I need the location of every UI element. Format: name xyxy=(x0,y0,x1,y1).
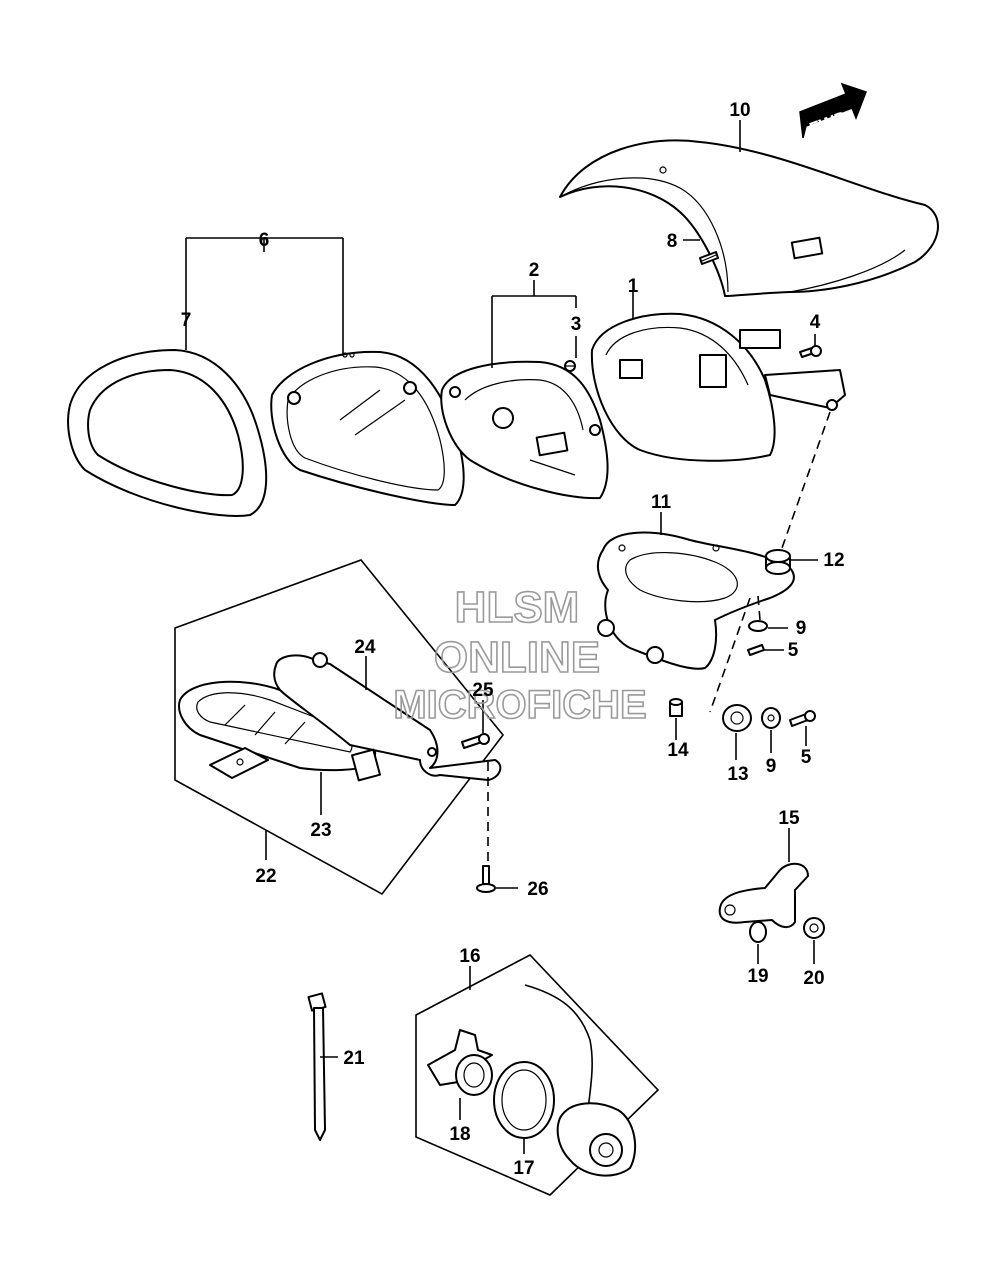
callout-16: 16 xyxy=(459,946,480,967)
washer-19-icon xyxy=(749,921,767,943)
meter-cover-part xyxy=(559,139,939,297)
callout-17: 17 xyxy=(513,1158,534,1179)
clip-20-icon xyxy=(803,917,825,939)
grommet-12-icon xyxy=(765,549,791,575)
callout-5-lower: 5 xyxy=(801,747,812,768)
mounting-lines xyxy=(487,411,831,862)
callout-23: 23 xyxy=(310,820,331,841)
screw-4-icon xyxy=(799,345,822,358)
screw-26-icon xyxy=(476,865,496,893)
watermark-line-2: ONLINE xyxy=(434,633,600,682)
callout-24: 24 xyxy=(354,637,376,658)
callout-18: 18 xyxy=(449,1124,470,1145)
meter-lens-part xyxy=(270,350,465,506)
screw-5-lower-icon xyxy=(789,710,816,727)
callout-2: 2 xyxy=(529,260,540,281)
washer-9-upper-icon xyxy=(748,620,768,632)
callout-9-upper: 9 xyxy=(796,618,807,639)
callout-7: 7 xyxy=(181,310,192,331)
callout-13: 13 xyxy=(727,764,748,785)
callout-12: 12 xyxy=(823,550,844,571)
meter-bracket-part xyxy=(597,531,795,670)
callout-6: 6 xyxy=(259,230,270,251)
screw-8-icon xyxy=(699,251,719,265)
callout-11: 11 xyxy=(651,492,672,513)
watermark-line-3: MICROFICHE xyxy=(393,683,646,727)
callouts: 10 6 2 8 1 7 3 4 11 12 9 5 24 25 14 9 5 … xyxy=(181,100,845,1179)
callout-4: 4 xyxy=(810,312,821,333)
grommet-13-icon xyxy=(722,704,752,732)
cable-tie-21-part xyxy=(307,992,327,1141)
instrument-cluster-part xyxy=(440,360,609,500)
callout-21: 21 xyxy=(343,1048,365,1069)
callout-14: 14 xyxy=(667,740,689,761)
callout-22: 22 xyxy=(255,866,276,887)
callout-9-lower: 9 xyxy=(766,756,777,777)
indicator-assembly-box xyxy=(174,559,505,896)
speed-sensor-part xyxy=(524,984,637,1177)
callout-5-upper: 5 xyxy=(788,640,799,661)
callout-15: 15 xyxy=(778,808,800,829)
bracket-15-part xyxy=(718,862,809,928)
callout-25: 25 xyxy=(472,680,494,701)
collar-14-icon xyxy=(669,698,683,717)
seal-ring-17-part xyxy=(493,1061,555,1139)
group-bracket-2 xyxy=(491,280,577,368)
screw-25-icon xyxy=(461,733,490,749)
callout-19: 19 xyxy=(747,966,768,987)
callout-20: 20 xyxy=(803,968,824,989)
callout-3: 3 xyxy=(571,314,582,335)
callout-26: 26 xyxy=(527,879,548,900)
washer-9-lower-icon xyxy=(761,707,781,729)
fwd-arrow-icon: FWD xyxy=(799,82,867,138)
callout-10: 10 xyxy=(729,100,750,121)
meter-bezel-part xyxy=(67,349,268,517)
watermark: HLSM ONLINE MICROFICHE xyxy=(393,582,648,728)
meter-case-part xyxy=(590,312,846,462)
watermark-line-1: HLSM xyxy=(455,583,580,632)
sensor-rotor-18-part xyxy=(427,1029,493,1096)
leader-lines xyxy=(265,120,818,1154)
screw-3-icon xyxy=(564,360,576,372)
screw-5-upper-icon xyxy=(747,644,765,656)
lamp-bracket-24-part xyxy=(273,652,502,782)
callout-1: 1 xyxy=(628,276,639,297)
callout-8: 8 xyxy=(667,231,678,252)
group-bracket-6 xyxy=(185,237,344,355)
